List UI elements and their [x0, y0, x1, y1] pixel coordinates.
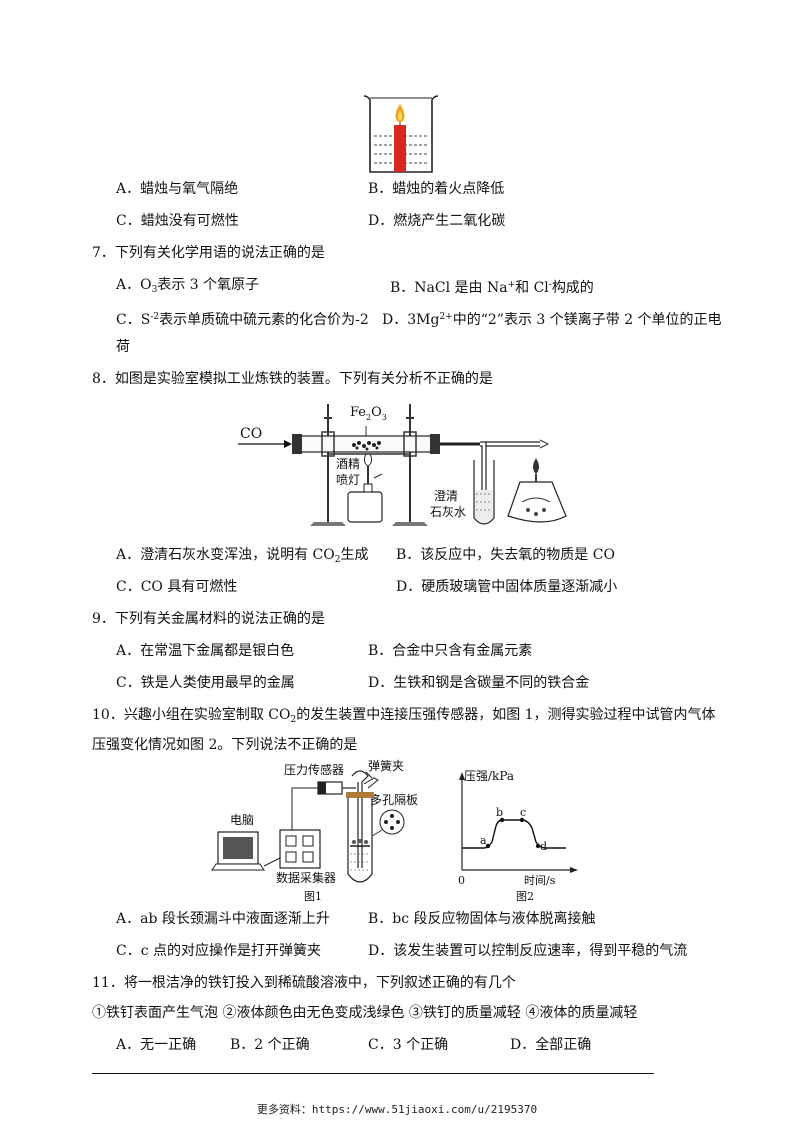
origin-label: 0	[458, 874, 465, 887]
q9-option-a: A．在常温下金属都是银白色	[116, 643, 295, 659]
q7-option-b: B．NaCl 是由 Na+和 Cl-构成的	[390, 276, 594, 297]
q7-b-sup2: -	[548, 280, 552, 290]
q8-stem: 8．如图是实验室模拟工业炼铁的装置。下列有关分析不正确的是	[92, 371, 493, 387]
q9-option-d: D．生铁和钢是含碳量不同的铁合金	[368, 675, 590, 691]
q10-option-d: D．该发生装置可以控制反应速率，得到平稳的气流	[368, 943, 688, 959]
q11-stem: 11．将一根洁净的铁钉投入到稀硫酸溶液中，下列叙述正确的有几个	[92, 975, 516, 991]
fig1-caption: 图1	[304, 890, 322, 903]
q7-d-pre: D．3Mg	[382, 312, 440, 328]
arrow-icon	[284, 440, 292, 448]
q10-stem-sub: 2	[290, 715, 297, 725]
sensor-label: 压力传感器	[284, 762, 344, 777]
pressure-time-chart: 压强/kPa 0 时间/s a b c d 图2	[458, 769, 578, 902]
point-a-label: a	[480, 834, 487, 847]
q8-a-pre: A．澄清石灰水变浑浊，说明有 CO	[116, 547, 335, 563]
q11-option-a: A．无一正确	[116, 1037, 197, 1053]
plate-label: 多孔隔板	[370, 793, 418, 807]
q7-b-pre: B．NaCl 是由 Na	[390, 280, 508, 296]
x-axis-arrow-icon	[570, 867, 578, 873]
q11-option-b: B．2 个正确	[230, 1037, 310, 1053]
co-label: CO	[240, 426, 262, 442]
y-axis-label: 压强/kPa	[464, 769, 514, 783]
point-b	[499, 817, 505, 823]
point-d-label: d	[540, 840, 547, 853]
q7-option-d: D．3Mg2+中的“2”表示 3 个镁离子带 2 个单位的正电	[382, 308, 722, 329]
x-axis-label: 时间/s	[524, 874, 556, 887]
y-axis-arrow-icon	[459, 772, 465, 780]
computer-label: 电脑	[230, 813, 254, 827]
q8-a-sub: 2	[334, 555, 341, 565]
limewater-label-1: 澄清	[434, 488, 458, 503]
q7-option-c: C．S-2表示单质硫中硫元素的化合价为-2	[116, 308, 369, 329]
fe2o3-label: Fe2O3	[350, 405, 387, 422]
q7-option-a: A．O3表示 3 个氧原子	[116, 276, 259, 299]
q10-option-a: A．ab 段长颈漏斗中液面逐渐上升	[116, 911, 330, 927]
q7-c-sup: -2	[150, 312, 160, 322]
point-a	[485, 843, 491, 849]
pressure-curve	[462, 819, 566, 849]
point-c	[519, 817, 525, 823]
q8-option-a: A．澄清石灰水变浑浊，说明有 CO2生成	[116, 546, 368, 569]
collector-label: 数据采集器	[276, 870, 336, 885]
q11-option-d: D．全部正确	[510, 1037, 592, 1053]
co2-apparatus-figure: 压力传感器 弹簧夹 多孔隔板 数据采集器 电脑 图1	[211, 758, 418, 903]
iron-smelting-apparatus-figure: CO Fe2O3 酒精 喷灯 澄清 石灰水	[238, 404, 567, 526]
q8-option-b: B．该反应中，失去氧的物质是 CO	[396, 547, 615, 563]
q9-option-c: C．铁是人类使用最早的金属	[116, 675, 295, 691]
q10-stem-line1: 10．兴趣小组在实验室制取 CO2的发生装置中连接压强传感器，如图 1，测得实验…	[92, 706, 716, 729]
clip-label: 弹簧夹	[368, 758, 404, 773]
q6-option-b: B．蜡烛的着火点降低	[368, 181, 505, 197]
q10-stem-line2: 压强变化情况如图 2。下列说法不正确的是	[92, 737, 358, 753]
q10-stem-pre: 10．兴趣小组在实验室制取 CO	[92, 707, 291, 723]
q7-c-pre: C．S	[116, 312, 151, 328]
limewater-label-2: 石灰水	[430, 505, 466, 519]
q7-d-sup: 2+	[439, 312, 453, 322]
lamp-label-2: 喷灯	[336, 473, 360, 487]
footer-divider	[92, 1073, 654, 1074]
q6-option-d: D．燃烧产生二氧化碳	[368, 213, 506, 229]
q7-d-post: 中的“2”表示 3 个镁离子带 2 个单位的正电	[452, 312, 722, 328]
q8-option-c: C．CO 具有可燃性	[116, 579, 238, 595]
point-d	[535, 843, 541, 849]
q6-option-a: A．蜡烛与氧气隔绝	[116, 181, 239, 197]
footer-link[interactable]: 更多资料：https://www.51jiaoxi.com/u/2195370	[256, 1103, 538, 1116]
q11-items: ①铁钉表面产生气泡 ②液体颜色由无色变成浅绿色 ③铁钉的质量减轻 ④液体的质量减…	[92, 1005, 638, 1021]
q7-c-post: 表示单质硫中硫元素的化合价为-2	[159, 312, 369, 328]
fig2-caption: 图2	[516, 890, 534, 902]
point-c-label: c	[520, 806, 526, 819]
q7-stem: 7．下列有关化学用语的说法正确的是	[92, 245, 325, 261]
q7-a-sub: 3	[151, 285, 158, 295]
q6-option-c: C．蜡烛没有可燃性	[116, 213, 239, 229]
beaker-candle-figure	[363, 95, 439, 173]
q11-option-c: C．3 个正确	[368, 1037, 449, 1053]
q9-option-b: B．合金中只含有金属元素	[368, 643, 533, 659]
q10-stem-post: 的发生装置中连接压强传感器，如图 1，测得实验过程中试管内气体	[296, 707, 716, 723]
q10-option-b: B．bc 段反应物固体与液体脱离接触	[368, 911, 596, 927]
q7-b-sup1: +	[507, 280, 516, 290]
q8-a-post: 生成	[340, 547, 369, 563]
lamp-label-1: 酒精	[336, 457, 360, 471]
q7-a-post: 表示 3 个氧原子	[157, 277, 260, 293]
q8-option-d: D．硬质玻璃管中固体质量逐渐减小	[396, 579, 618, 595]
q9-stem: 9．下列有关金属材料的说法正确的是	[92, 611, 325, 627]
q7-option-d-continued: 荷	[116, 339, 130, 355]
q7-a-pre: A．O	[116, 277, 152, 293]
point-b-label: b	[496, 806, 503, 819]
q10-option-c: C．c 点的对应操作是打开弹簧夹	[116, 943, 322, 959]
q7-b-mid: 和 Cl	[515, 280, 549, 296]
q7-b-post: 构成的	[551, 280, 594, 296]
